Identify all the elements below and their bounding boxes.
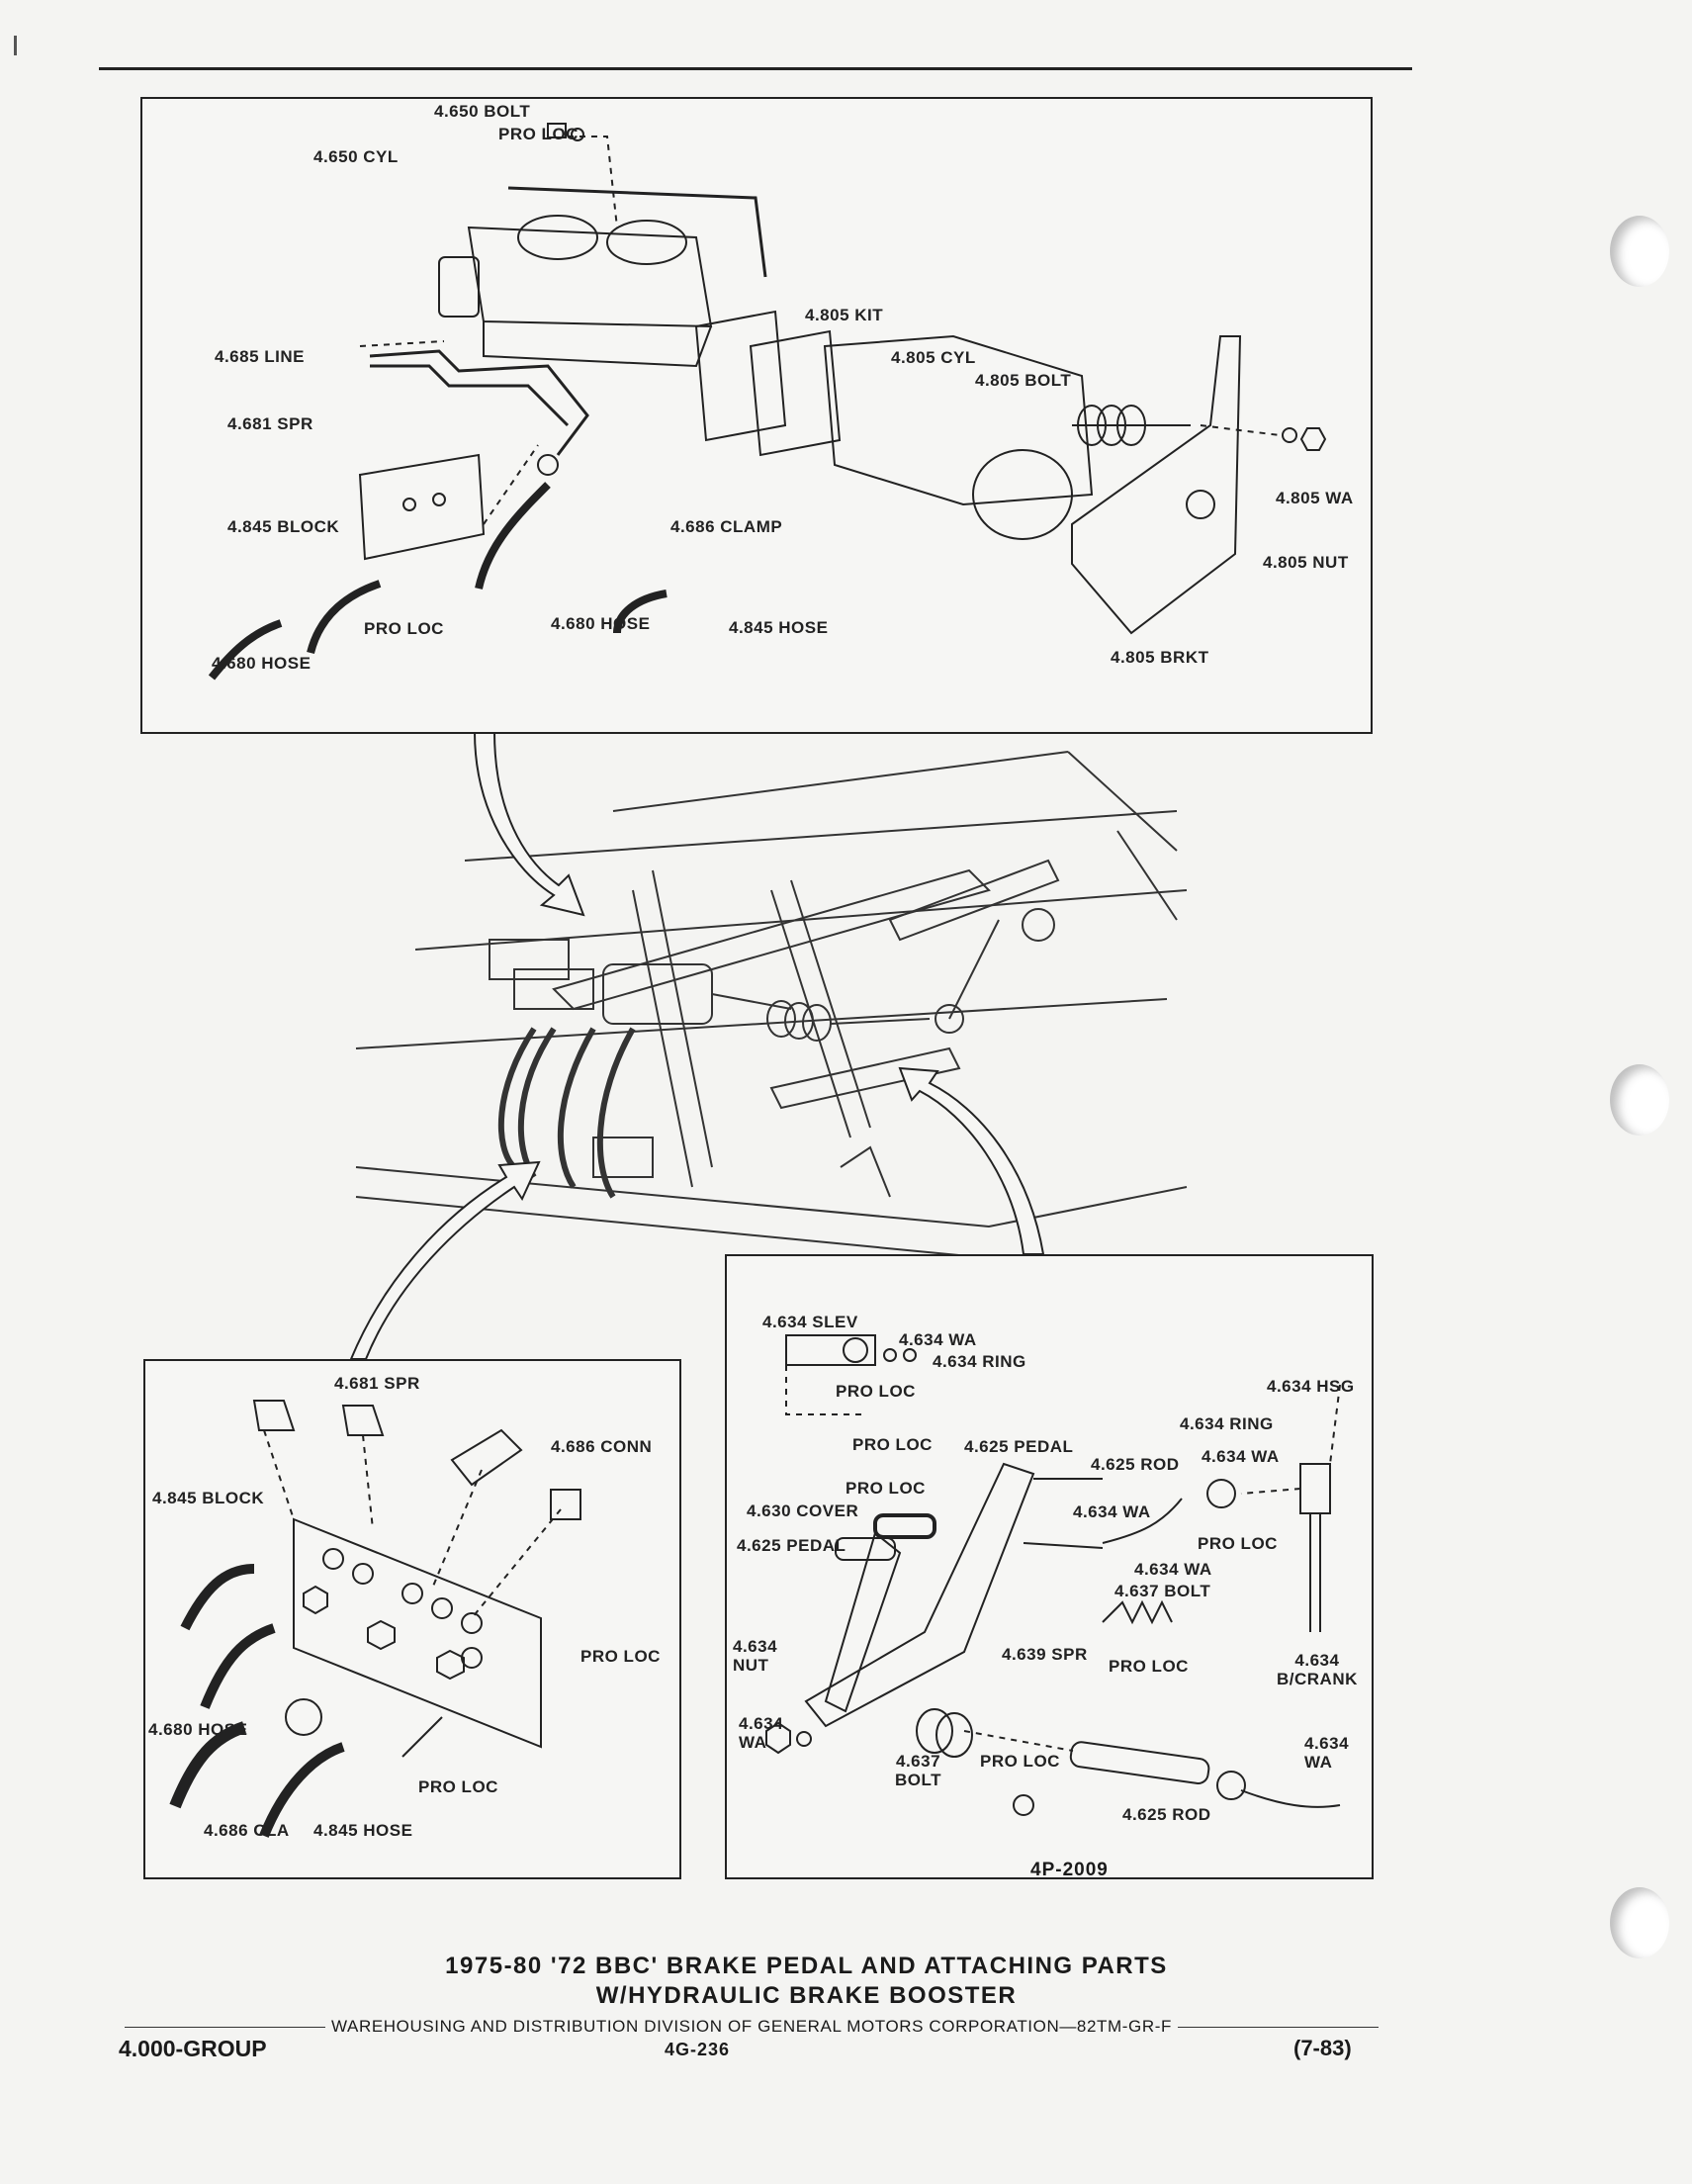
label-pro-loc: PRO LOC [364, 619, 444, 638]
label-4625-rod: 4.625 ROD [1091, 1455, 1180, 1474]
label-4634-wa: 4.634 WA [1304, 1734, 1350, 1772]
label-4625-pedal: 4.625 PEDAL [737, 1536, 846, 1555]
label-4634-ring: 4.634 RING [933, 1352, 1026, 1371]
pedal-exploded-view [765, 1334, 1341, 1816]
label-4805-cyl: 4.805 CYL [891, 348, 976, 367]
binder-hole-icon [1610, 1887, 1669, 1958]
label-pro-loc: PRO LOC [846, 1479, 926, 1498]
label-4625-pedal: 4.625 PEDAL [964, 1437, 1074, 1456]
label-4634-bcrank: 4.634 B/CRANK [1277, 1651, 1358, 1688]
title-line-2: W/HYDRAULIC BRAKE BOOSTER [595, 1982, 1018, 2009]
block-hose-detail-panel: 4.681 SPR 4.686 CONN 4.845 BLOCK PRO LOC… [143, 1359, 681, 1879]
footer-group: 4.000-GROUP [119, 2036, 267, 2061]
master-cylinder-detail-panel: 4.650 BOLT PRO LOC 4.650 CYL 4.805 KIT 4… [140, 97, 1373, 734]
title-line-1: 1975-80 '72 BBC' BRAKE PEDAL AND ATTACHI… [445, 1953, 1168, 1979]
master-cylinder-exploded-view [208, 123, 1327, 681]
label-pro-loc: PRO LOC [498, 125, 579, 143]
label-4680-hose: 4.680 HOSE [212, 654, 312, 673]
label-4634-wa: 4.634 WA [739, 1714, 784, 1752]
binder-hole-icon [1610, 1064, 1669, 1136]
footer-division-line: WAREHOUSING AND DISTRIBUTION DIVISION OF… [119, 2017, 1384, 2037]
label-pro-loc: PRO LOC [1198, 1534, 1278, 1553]
binder-hole-icon [1610, 216, 1669, 287]
label-pro-loc: PRO LOC [852, 1435, 933, 1454]
label-4686-clamp: 4.686 CLAMP [670, 517, 783, 536]
label-4805-kit: 4.805 KIT [805, 306, 884, 324]
figure-id: 4P-2009 [1030, 1860, 1109, 1880]
label-4845-block: 4.845 BLOCK [152, 1489, 265, 1507]
label-pro-loc: PRO LOC [980, 1752, 1060, 1771]
label-pro-loc: PRO LOC [418, 1777, 498, 1796]
label-4634-slev: 4.634 SLEV [762, 1313, 858, 1331]
label-pro-loc: PRO LOC [580, 1647, 661, 1666]
page-title: 1975-80 '72 BBC' BRAKE PEDAL AND ATTACHI… [0, 1953, 1692, 1980]
label-pro-loc: PRO LOC [836, 1382, 916, 1401]
label-4805-brkt: 4.805 BRKT [1111, 648, 1209, 667]
page-subtitle: W/HYDRAULIC BRAKE BOOSTER [0, 1982, 1692, 2010]
label-4634-wa: 4.634 WA [1073, 1502, 1151, 1521]
label-pro-loc: PRO LOC [1109, 1657, 1189, 1676]
header-rule [99, 67, 1412, 70]
pedal-detail-panel: 4.634 SLEV 4.634 WA 4.634 RING PRO LOC 4… [725, 1254, 1374, 1879]
label-4634-ring: 4.634 RING [1180, 1414, 1274, 1433]
footer-dash [1178, 2026, 1380, 2028]
label-4805-nut: 4.805 NUT [1263, 553, 1349, 572]
label-4625-rod: 4.625 ROD [1122, 1805, 1211, 1824]
label-4630-cover: 4.630 COVER [747, 1502, 859, 1520]
label-4634-wa: 4.634 WA [899, 1330, 977, 1349]
label-4639-spr: 4.639 SPR [1002, 1645, 1088, 1664]
block-hose-exploded-view [169, 1400, 581, 1838]
footer-date: (7-83) [1293, 2036, 1352, 2060]
label-4680-hose: 4.680 HOSE [551, 614, 651, 633]
label-4637-bolt: 4.637 BOLT [1114, 1582, 1211, 1600]
label-4634-nut: 4.634 NUT [733, 1637, 778, 1675]
scan-edge-mark [14, 36, 17, 55]
label-4686-cla: 4.686 CLA [204, 1821, 290, 1840]
label-4845-block: 4.845 BLOCK [227, 517, 340, 536]
label-4650-bolt: 4.650 BOLT [434, 102, 531, 121]
label-4634-wa: 4.634 WA [1134, 1560, 1212, 1579]
footer-division: WAREHOUSING AND DISTRIBUTION DIVISION OF… [331, 2017, 1172, 2036]
label-4680-hose: 4.680 HOSE [148, 1720, 248, 1739]
label-4637-bolt: 4.637 BOLT [895, 1752, 942, 1789]
label-4681-spr: 4.681 SPR [227, 414, 313, 433]
label-4845-hose: 4.845 HOSE [313, 1821, 413, 1840]
label-4634-wa: 4.634 WA [1202, 1447, 1280, 1466]
footer-page-number: 4G-236 [665, 2040, 731, 2059]
footer-dash [125, 2026, 326, 2028]
label-4634-hsg: 4.634 HSG [1267, 1377, 1355, 1396]
label-4845-hose: 4.845 HOSE [729, 618, 829, 637]
label-4686-conn: 4.686 CONN [551, 1437, 653, 1456]
label-4685-line: 4.685 LINE [215, 347, 305, 366]
label-4681-spr: 4.681 SPR [334, 1374, 420, 1393]
label-4805-wa: 4.805 WA [1276, 489, 1354, 507]
label-4650-cyl: 4.650 CYL [313, 147, 399, 166]
label-4805-bolt: 4.805 BOLT [975, 371, 1072, 390]
